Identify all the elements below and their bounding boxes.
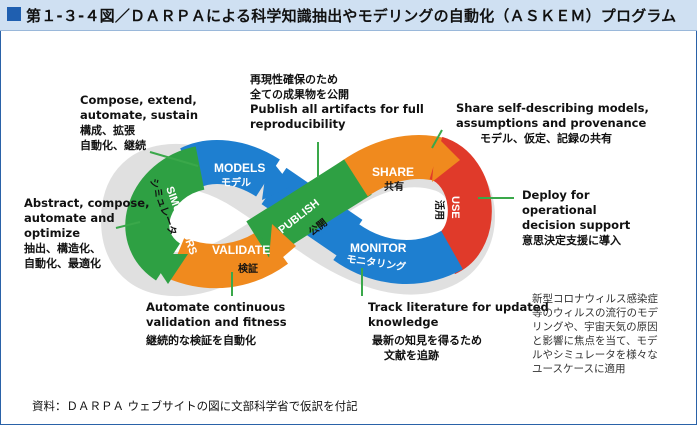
simulators-segment [125, 146, 206, 281]
validate-jp-label: 検証 [238, 262, 258, 275]
share-segment [336, 134, 448, 201]
monitor-label: MONITOR [350, 241, 407, 255]
compose-annotation: Compose, extend, automate, sustain 構成、拡張… [80, 93, 199, 152]
abstract-annotation: Abstract, compose, automate and optimize… [24, 196, 150, 270]
share-arrow-icon [432, 136, 460, 182]
leader-share [431, 129, 443, 149]
validate-segment [167, 227, 289, 289]
models-label: MODELS [214, 161, 265, 175]
validate-label: VALIDATE [212, 243, 270, 257]
automate-annotation: Automate continuous validation and fitne… [146, 300, 287, 347]
use-case-note: 新型コロナウィルス感染症 等のウィルスの流行のモデ リングや、宇宙天気の原因 と… [532, 293, 658, 375]
title-bar: 第１-３-４図／ＤＡＲＰＡによる科学知識抽出やモデリングの自動化（ＡＳＫＥＭ）プ… [0, 0, 697, 31]
validate-arrow-icon [268, 224, 296, 270]
models-jp-label: モデル [221, 176, 251, 189]
deploy-annotation: Deploy for operational decision support … [522, 188, 631, 247]
source-note: 資料：ＤＡＲＰＡ ウェブサイトの図に文部科学省で仮訳を付記 [32, 399, 358, 413]
use-label: USE [449, 196, 461, 219]
publish-segment-top [250, 159, 368, 257]
leader-abstract [115, 221, 141, 229]
leader-compose [149, 151, 199, 167]
share-label: SHARE [372, 165, 414, 179]
models-arrow-icon [262, 156, 292, 200]
simulators-arrow-icon [148, 254, 188, 284]
figure-title: 第１-３-４図／ＤＡＲＰＡによる科学知識抽出やモデリングの自動化（ＡＳＫＥＭ）プ… [26, 7, 677, 25]
share-jp-label: 共有 [384, 180, 404, 193]
use-jp-label: 活用 [433, 200, 446, 220]
track-annotation: Track literature for updated knowledge 最… [368, 300, 549, 362]
publish-annotation: 再現性確保のため 全ての成果物を公開 Publish all artifacts… [250, 73, 424, 131]
share-annotation: Share self-describing models, assumption… [456, 101, 649, 145]
title-square-icon [7, 7, 21, 21]
monitor-segment [333, 223, 463, 284]
